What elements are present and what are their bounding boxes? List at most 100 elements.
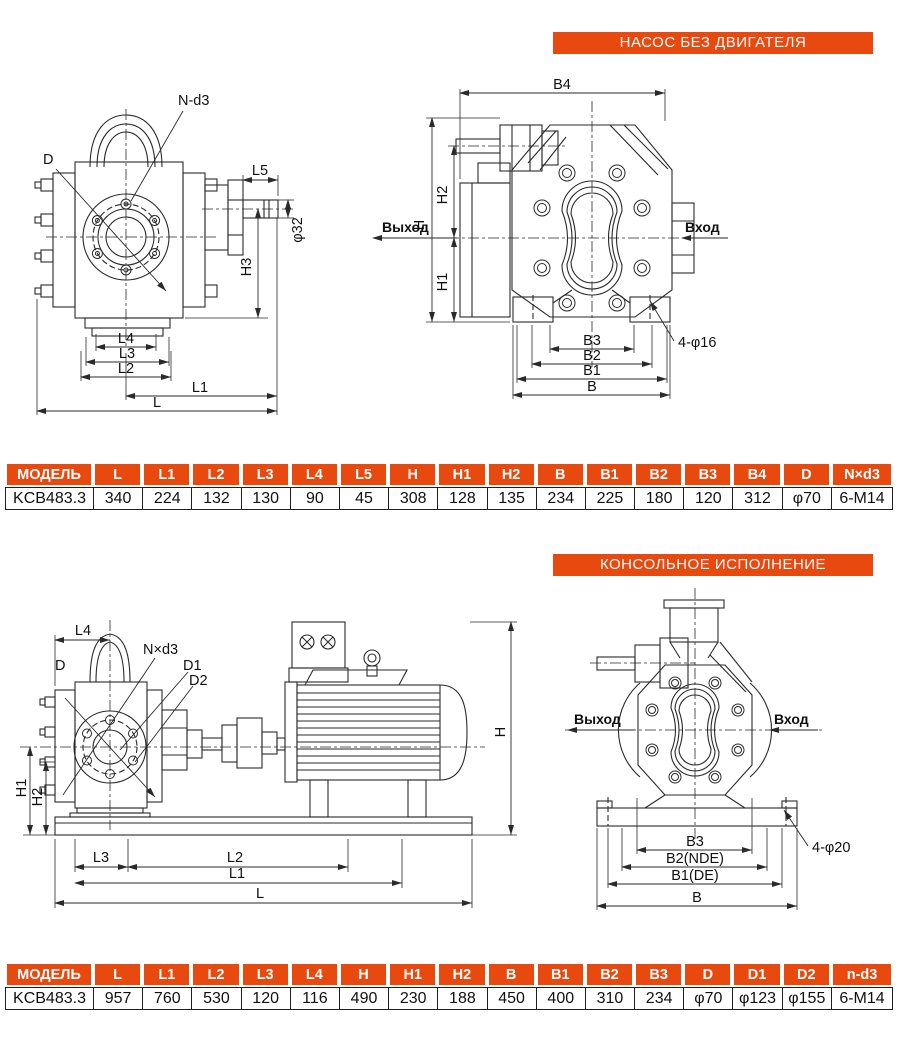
dim-label-b3: B3: [583, 333, 601, 349]
spec-cell: 760: [142, 987, 192, 1010]
dim-label-b1-de: B1(DE): [671, 868, 719, 884]
spec-cell: 234: [634, 987, 684, 1010]
spec-col-header: D2: [781, 964, 831, 987]
spec-cell: 310: [584, 987, 635, 1010]
spec-cell: 132: [191, 487, 241, 510]
dim-label-l2: L2: [227, 850, 243, 866]
dim-label-n-d3: N-d3: [178, 93, 209, 109]
spec-cell: 450: [486, 987, 536, 1010]
spec-cell: 957: [93, 987, 143, 1010]
spec-cell: φ123: [732, 987, 782, 1010]
dim-label-d: D: [55, 658, 65, 674]
spec-cell: 340: [93, 487, 143, 510]
spec-cell: 45: [338, 487, 389, 510]
spec-cell: 530: [191, 987, 241, 1010]
dim-label-base-holes: 4-φ16: [678, 335, 716, 351]
gear-housing: [533, 164, 651, 312]
dim-label-b1: B1: [583, 363, 601, 379]
dim-label-phi32: φ32: [290, 217, 306, 243]
spec-col-header: L3: [240, 464, 290, 487]
spec-col-header: B1: [535, 964, 585, 987]
dim-label-b2: B2: [583, 348, 601, 364]
spec-cell: KCB483.3: [5, 487, 93, 510]
dim-label-h: H: [412, 220, 428, 230]
spec-cell: 130: [240, 487, 290, 510]
dim-label-b: B: [587, 379, 597, 395]
dim-label-l: L: [153, 395, 161, 411]
dim-label-l1: L1: [192, 380, 208, 396]
spec-col-header: B3: [634, 964, 684, 987]
spec-col-header: B3: [683, 464, 733, 487]
spec-cell: KCB483.3: [5, 987, 93, 1010]
spec-col-header: D: [781, 464, 831, 487]
spec-cell: 6-M14: [831, 487, 893, 510]
dim-label-l5: L5: [252, 163, 268, 179]
dim-label-h3: H3: [239, 258, 255, 277]
spec-col-header: L1: [142, 464, 192, 487]
outlet-label: Выход: [574, 711, 621, 727]
dim-label-n-d3: N×d3: [143, 642, 178, 658]
spec-col-header: L1: [142, 964, 192, 987]
spec-col-header: L2: [191, 964, 241, 987]
spec-cell: 188: [437, 987, 487, 1010]
spec-col-header: L4: [289, 964, 339, 987]
spec-cell: 120: [683, 487, 733, 510]
dim-label-d1: D1: [183, 658, 202, 674]
dim-label-d: D: [43, 152, 53, 168]
motor: [54, 621, 473, 836]
spec-cell: 135: [486, 487, 536, 510]
dimension-lines: [596, 798, 809, 910]
dim-label-l2: L2: [118, 361, 134, 377]
dim-label-base-holes: 4-φ20: [812, 840, 850, 856]
spec-cell: 308: [388, 487, 438, 510]
side-view-drawing: Выход Вход B4 H H2 H1 B3 B2 B1 B 4-φ16: [372, 77, 728, 399]
dim-label-h: H: [493, 727, 509, 737]
spec-cell: 312: [732, 487, 782, 510]
spec-col-header: L2: [191, 464, 241, 487]
spec-col-header: B2: [584, 964, 635, 987]
centerlines: [46, 109, 294, 347]
spec-col-header: H: [388, 464, 438, 487]
spec-col-header: L5: [338, 464, 389, 487]
dim-label-d2: D2: [189, 673, 208, 689]
spec-col-header: L: [93, 464, 143, 487]
dim-label-h1: H1: [435, 273, 451, 292]
spec-col-header: H1: [437, 464, 487, 487]
spec-cell: φ70: [781, 487, 831, 510]
spec-col-header: B2: [634, 464, 684, 487]
dimension-lines: [426, 89, 675, 399]
spec-cell: 116: [289, 987, 339, 1010]
spec-col-header: L4: [289, 464, 339, 487]
dim-label-h2: H2: [30, 788, 46, 807]
spec-cell: 120: [240, 987, 290, 1010]
leader-lines: [55, 110, 184, 292]
dim-label-b2-nde: B2(NDE): [666, 851, 724, 867]
dim-label-l4: L4: [75, 623, 91, 639]
spec-col-header: N×d3: [831, 464, 893, 487]
spec-cell: φ155: [781, 987, 831, 1010]
spec-col-header: L3: [240, 964, 290, 987]
assembly-view-drawing: L4 N×d3 D D1 D2 H H1 H2 L3 L2 L1 L: [15, 620, 517, 908]
dimension-lines: [23, 621, 517, 908]
spec-col-header: D1: [732, 964, 782, 987]
dimension-lines: [36, 175, 294, 415]
spec-col-header: H1: [388, 964, 438, 987]
console-side-view-drawing: Выход Вход B3 B2(NDE) B1(DE) B 4-φ20: [565, 588, 850, 910]
spec-col-header: H2: [486, 464, 536, 487]
spec-cell: 128: [437, 487, 487, 510]
spec-col-header: B4: [732, 464, 782, 487]
section-title-pump-without-motor: НАСОС БЕЗ ДВИГАТЕЛЯ: [553, 32, 873, 54]
spec-cell: 490: [338, 987, 389, 1010]
inlet-label: Вход: [774, 711, 809, 727]
dim-label-l3: L3: [93, 850, 109, 866]
spec-cell: 230: [388, 987, 438, 1010]
inlet-label: Вход: [685, 219, 720, 235]
pump-flange: [62, 657, 194, 798]
